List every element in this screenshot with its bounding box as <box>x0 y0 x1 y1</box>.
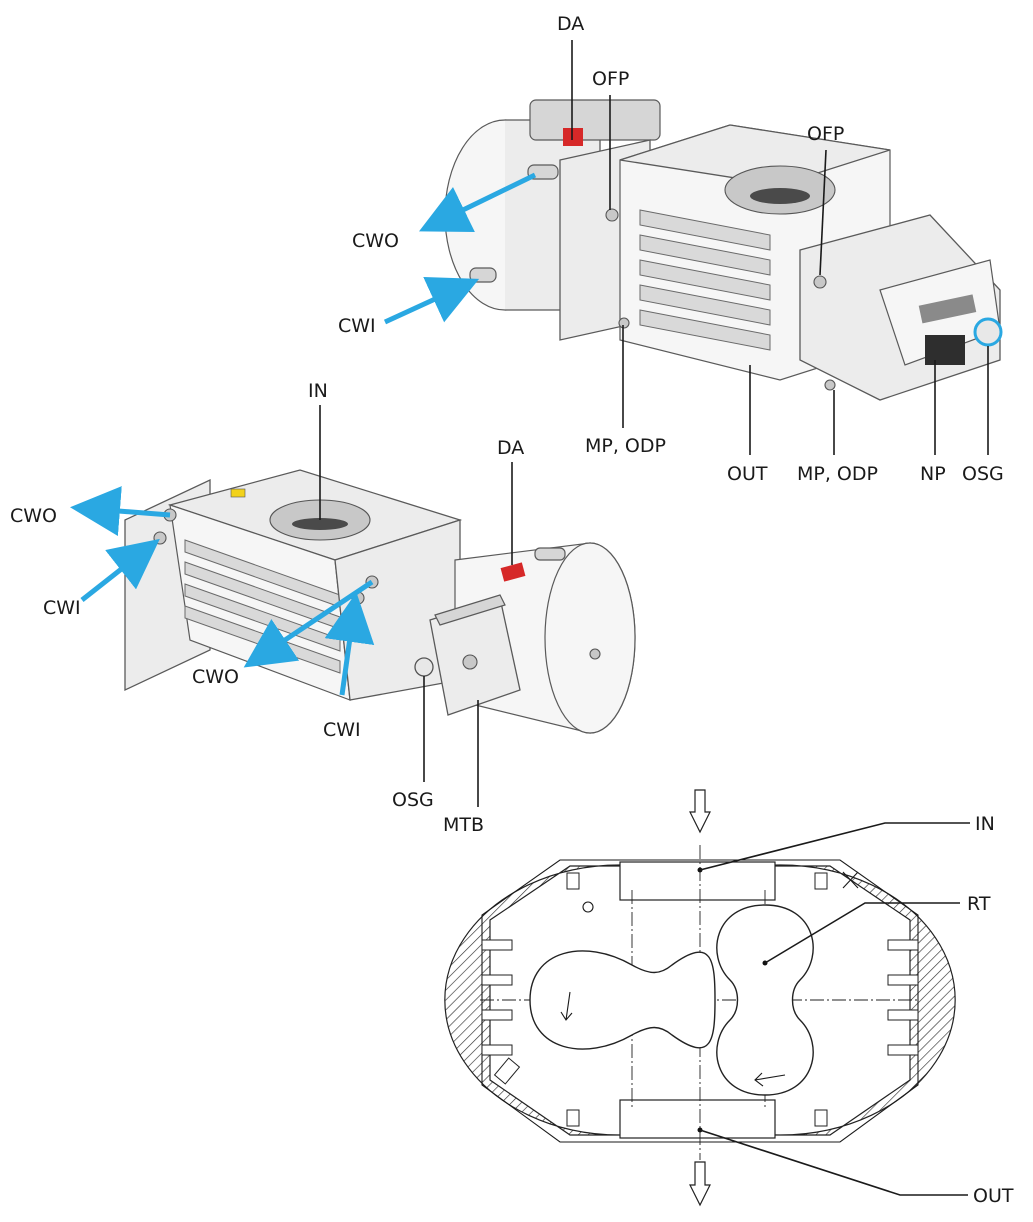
top-cooling-fins <box>639 209 771 351</box>
inflow-arrow <box>689 789 711 834</box>
label-top-mp-odp-left: MP, ODP <box>585 435 666 457</box>
middle-warning-sticker <box>500 562 526 582</box>
section-fins <box>481 939 919 1056</box>
label-mid-in: IN <box>308 380 328 402</box>
rotor-right <box>716 904 814 1096</box>
top-pump-illustration <box>444 99 1003 401</box>
label-top-ofp-right: OFP <box>807 123 844 145</box>
label-mid-osg: OSG <box>392 789 434 811</box>
label-top-cwi: CWI <box>338 315 376 337</box>
middle-oil-sight-glass <box>414 657 434 677</box>
top-nameplate <box>925 335 965 365</box>
middle-pump-illustration <box>124 469 636 734</box>
cross-section-drawing <box>444 789 956 1207</box>
mid-cwo-left-arrow <box>70 486 171 537</box>
mid-cwi-center-arrow <box>324 592 375 696</box>
top-oil-sight-glass <box>973 317 1003 347</box>
label-mid-mtb: MTB <box>443 814 484 836</box>
rotor-left <box>529 950 716 1050</box>
label-mid-cwo-left: CWO <box>10 505 57 527</box>
top-cwi-arrow <box>383 276 480 325</box>
top-cwo-arrow <box>419 172 537 233</box>
label-sec-rt: RT <box>967 893 991 915</box>
label-top-cwo: CWO <box>352 230 399 252</box>
outflow-arrow <box>689 1161 711 1207</box>
label-top-da: DA <box>557 13 584 35</box>
label-sec-out: OUT <box>973 1185 1014 1207</box>
label-mid-cwi-center: CWI <box>323 719 361 741</box>
top-warning-sticker <box>563 128 583 146</box>
label-mid-cwi-left: CWI <box>43 597 81 619</box>
label-mid-da: DA <box>497 437 524 459</box>
label-top-osg: OSG <box>962 463 1004 485</box>
label-top-out: OUT <box>727 463 768 485</box>
label-mid-cwo-center: CWO <box>192 666 239 688</box>
label-top-mp-odp-right: MP, ODP <box>797 463 878 485</box>
label-sec-in: IN <box>975 813 995 835</box>
label-top-ofp-left: OFP <box>592 68 629 90</box>
label-top-np: NP <box>920 463 946 485</box>
mid-cwi-left-arrow <box>80 538 160 602</box>
